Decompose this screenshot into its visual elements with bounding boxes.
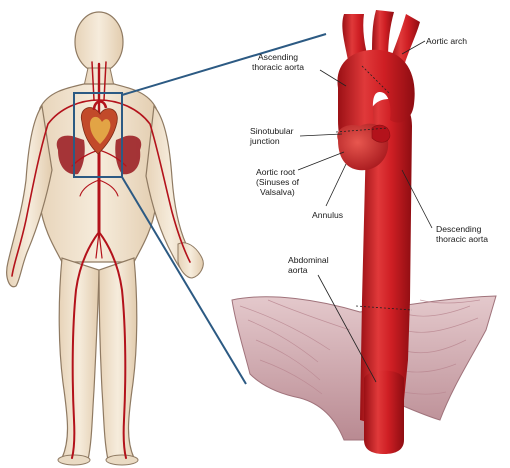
abdominal-aorta: [364, 371, 404, 455]
label-aortic-root-line1: Aortic root: [256, 167, 296, 177]
label-ascending-line2: thoracic aorta: [252, 62, 304, 72]
label-sinotubular-line2: junction: [249, 136, 280, 146]
figure-right-hand: [178, 243, 203, 278]
label-ascending-line1: Ascending: [258, 52, 298, 62]
label-descending-line1: Descending: [436, 224, 482, 234]
label-sinotubular-line1: Sinotubular: [250, 126, 294, 136]
zoom-line-bottom: [122, 177, 246, 384]
figure-right-foot: [106, 455, 138, 465]
figure-left-foot: [58, 455, 90, 465]
label-descending-line2: thoracic aorta: [436, 234, 488, 244]
figure-left-leg: [59, 258, 99, 460]
label-aortic-root-line3: Valsalva): [260, 187, 295, 197]
figure-right-leg: [99, 258, 137, 460]
label-aortic-arch: Aortic arch: [426, 36, 467, 46]
label-annulus: Annulus: [312, 210, 343, 220]
label-abdominal-line1: Abdominal: [288, 255, 329, 265]
label-aortic-root-line2: (Sinuses of: [256, 177, 300, 187]
label-abdominal-line2: aorta: [288, 265, 308, 275]
